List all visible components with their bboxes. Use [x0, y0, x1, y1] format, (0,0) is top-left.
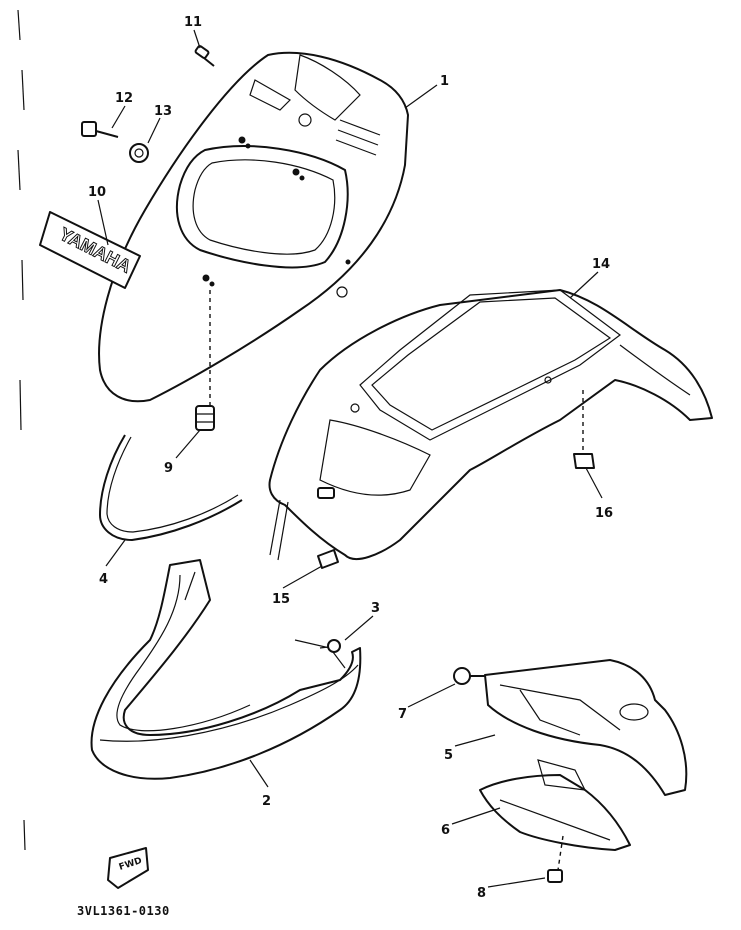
callout-6: 6: [441, 823, 450, 838]
part-10-yamaha-decal: YAMAHA: [39, 211, 141, 289]
callout-4: 4: [99, 572, 108, 587]
callout-9: 9: [164, 461, 173, 476]
callout-3: 3: [371, 601, 380, 616]
callout-12: 12: [115, 91, 133, 106]
part-14-rear-fender: [268, 289, 713, 561]
part-9-grommet: [195, 405, 215, 431]
callout-10: 10: [88, 185, 106, 200]
forward-direction-arrow: FWD: [107, 847, 149, 889]
callout-8: 8: [477, 886, 486, 901]
part-6-guard: [479, 759, 631, 871]
callout-1: 1: [440, 74, 449, 89]
part-4-strip: [99, 434, 243, 541]
part-15-nut: [317, 549, 339, 569]
part-7-bolt: [453, 667, 486, 685]
part-13-nut: [129, 143, 149, 163]
part-5-inner-fender: [484, 659, 688, 796]
callout-7: 7: [398, 707, 407, 722]
callout-13: 13: [154, 104, 172, 119]
callout-5: 5: [444, 748, 453, 763]
callout-14: 14: [592, 257, 610, 272]
callout-16: 16: [595, 506, 613, 521]
callout-11: 11: [184, 15, 202, 30]
diagram-reference-code: 3VL1361-0130: [77, 904, 170, 918]
part-8-screw: [547, 869, 563, 883]
part-1-front-cover: [98, 51, 409, 405]
part-2-lower-cover: [90, 559, 362, 780]
callout-15: 15: [272, 592, 290, 607]
callout-2: 2: [262, 794, 271, 809]
scan-edge-marks: [17, 9, 26, 851]
part-16-nut: [573, 453, 595, 469]
part-3-screw: [319, 639, 341, 653]
part-12-bolt: [81, 121, 119, 138]
part-11-screw: [194, 45, 215, 67]
